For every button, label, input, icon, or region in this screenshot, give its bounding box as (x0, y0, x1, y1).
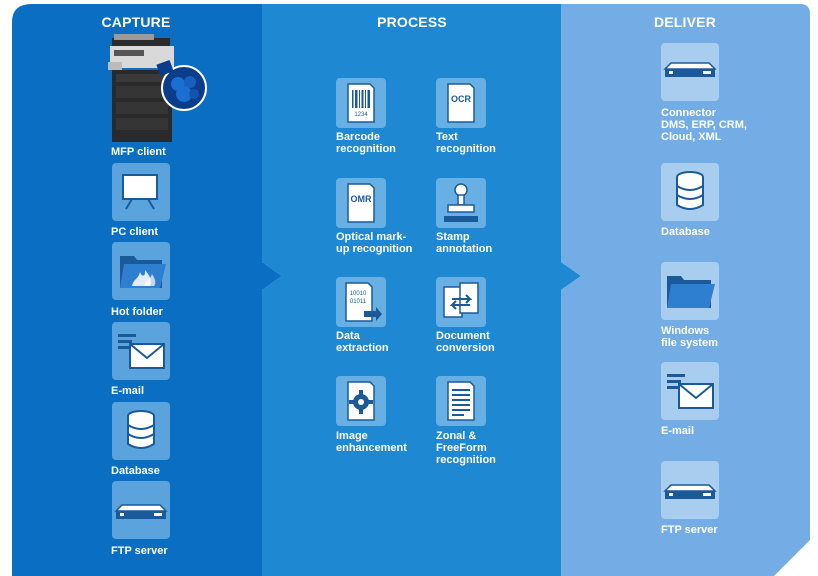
connector-server-icon (663, 62, 717, 77)
email-icon (118, 334, 165, 369)
process-title: PROCESS (377, 14, 447, 30)
capture-title: CAPTURE (101, 14, 171, 30)
capture-item-label: Hot folder (111, 306, 163, 318)
capture-item-label: E-mail (111, 385, 145, 397)
capture-item-label: MFP client (111, 146, 166, 158)
capture-item-label: FTP server (111, 545, 168, 557)
deliver-item-label: Windows file system (661, 325, 718, 349)
capture-tile-hot-folder (112, 242, 170, 300)
gear-document-icon (347, 381, 375, 421)
deliver-item-label: FTP server (661, 524, 718, 536)
deliver-tile-connector (661, 43, 719, 101)
capture-item-label: Database (111, 465, 160, 477)
process-tile-ocr: OCR (436, 78, 486, 128)
server-icon (663, 484, 717, 499)
omr-document-icon: OMR (347, 183, 375, 223)
ocr-document-icon: OCR (447, 83, 475, 123)
capture-tile-email (112, 322, 170, 380)
deliver-tile-windows-file-system (661, 262, 719, 320)
folder-icon (667, 276, 715, 308)
database-icon (676, 171, 704, 210)
process-item-label: Image enhancement (336, 430, 407, 454)
process-item-label: Data extraction (336, 330, 389, 354)
hot-folder-icon (120, 256, 166, 288)
mfp-printer-icon (106, 32, 210, 144)
capture-item-label: PC client (111, 226, 159, 238)
process-item-label: Stamp annotation (436, 231, 493, 255)
process-tile-barcode: 1234 (336, 78, 386, 128)
process-tile-stamp (436, 178, 486, 228)
binary-line-2: 01011 (350, 299, 367, 305)
zonal-document-icon (447, 381, 475, 421)
process-tile-omr: OMR (336, 178, 386, 228)
barcode-digits: 1234 (354, 112, 368, 118)
process-item-label: Text recognition (436, 131, 496, 155)
deliver-title: DELIVER (653, 14, 717, 30)
deliver-tile-database (661, 163, 719, 221)
omr-text: OMR (351, 194, 372, 204)
process-item-label: Optical mark- up recognition (336, 231, 413, 255)
ocr-text: OCR (451, 94, 472, 104)
process-item-label: Barcode recognition (336, 131, 396, 155)
deliver-item-label: E-mail (661, 425, 695, 437)
monitor-icon (122, 174, 158, 210)
email-icon (667, 374, 714, 409)
process-tile-image-enhancement (336, 376, 386, 426)
stamp-icon (444, 183, 478, 222)
capture-tile-database (112, 402, 170, 460)
convert-documents-icon (443, 282, 479, 318)
process-item-label: Zonal & FreeForm recognition (436, 430, 496, 466)
binary-line-1: 10010 (350, 291, 367, 297)
server-icon (114, 504, 168, 519)
deliver-tile-ftp-server (661, 461, 719, 519)
capture-tile-pc-client (112, 163, 170, 221)
process-tile-data-extraction: 10010 01011 (336, 277, 386, 327)
binary-document-icon: 10010 01011 (345, 282, 382, 322)
capture-tile-ftp-server (112, 481, 170, 539)
deliver-item-label: Database (661, 226, 710, 238)
barcode-document-icon: 1234 (347, 83, 375, 123)
process-tile-zonal-freeform (436, 376, 486, 426)
deliver-item-label: Connector DMS, ERP, CRM, Cloud, XML (661, 107, 747, 143)
process-item-label: Document conversion (436, 330, 495, 354)
database-icon (127, 410, 155, 449)
process-panel (262, 4, 581, 576)
process-tile-document-conversion (436, 277, 486, 327)
deliver-tile-email (661, 362, 719, 420)
